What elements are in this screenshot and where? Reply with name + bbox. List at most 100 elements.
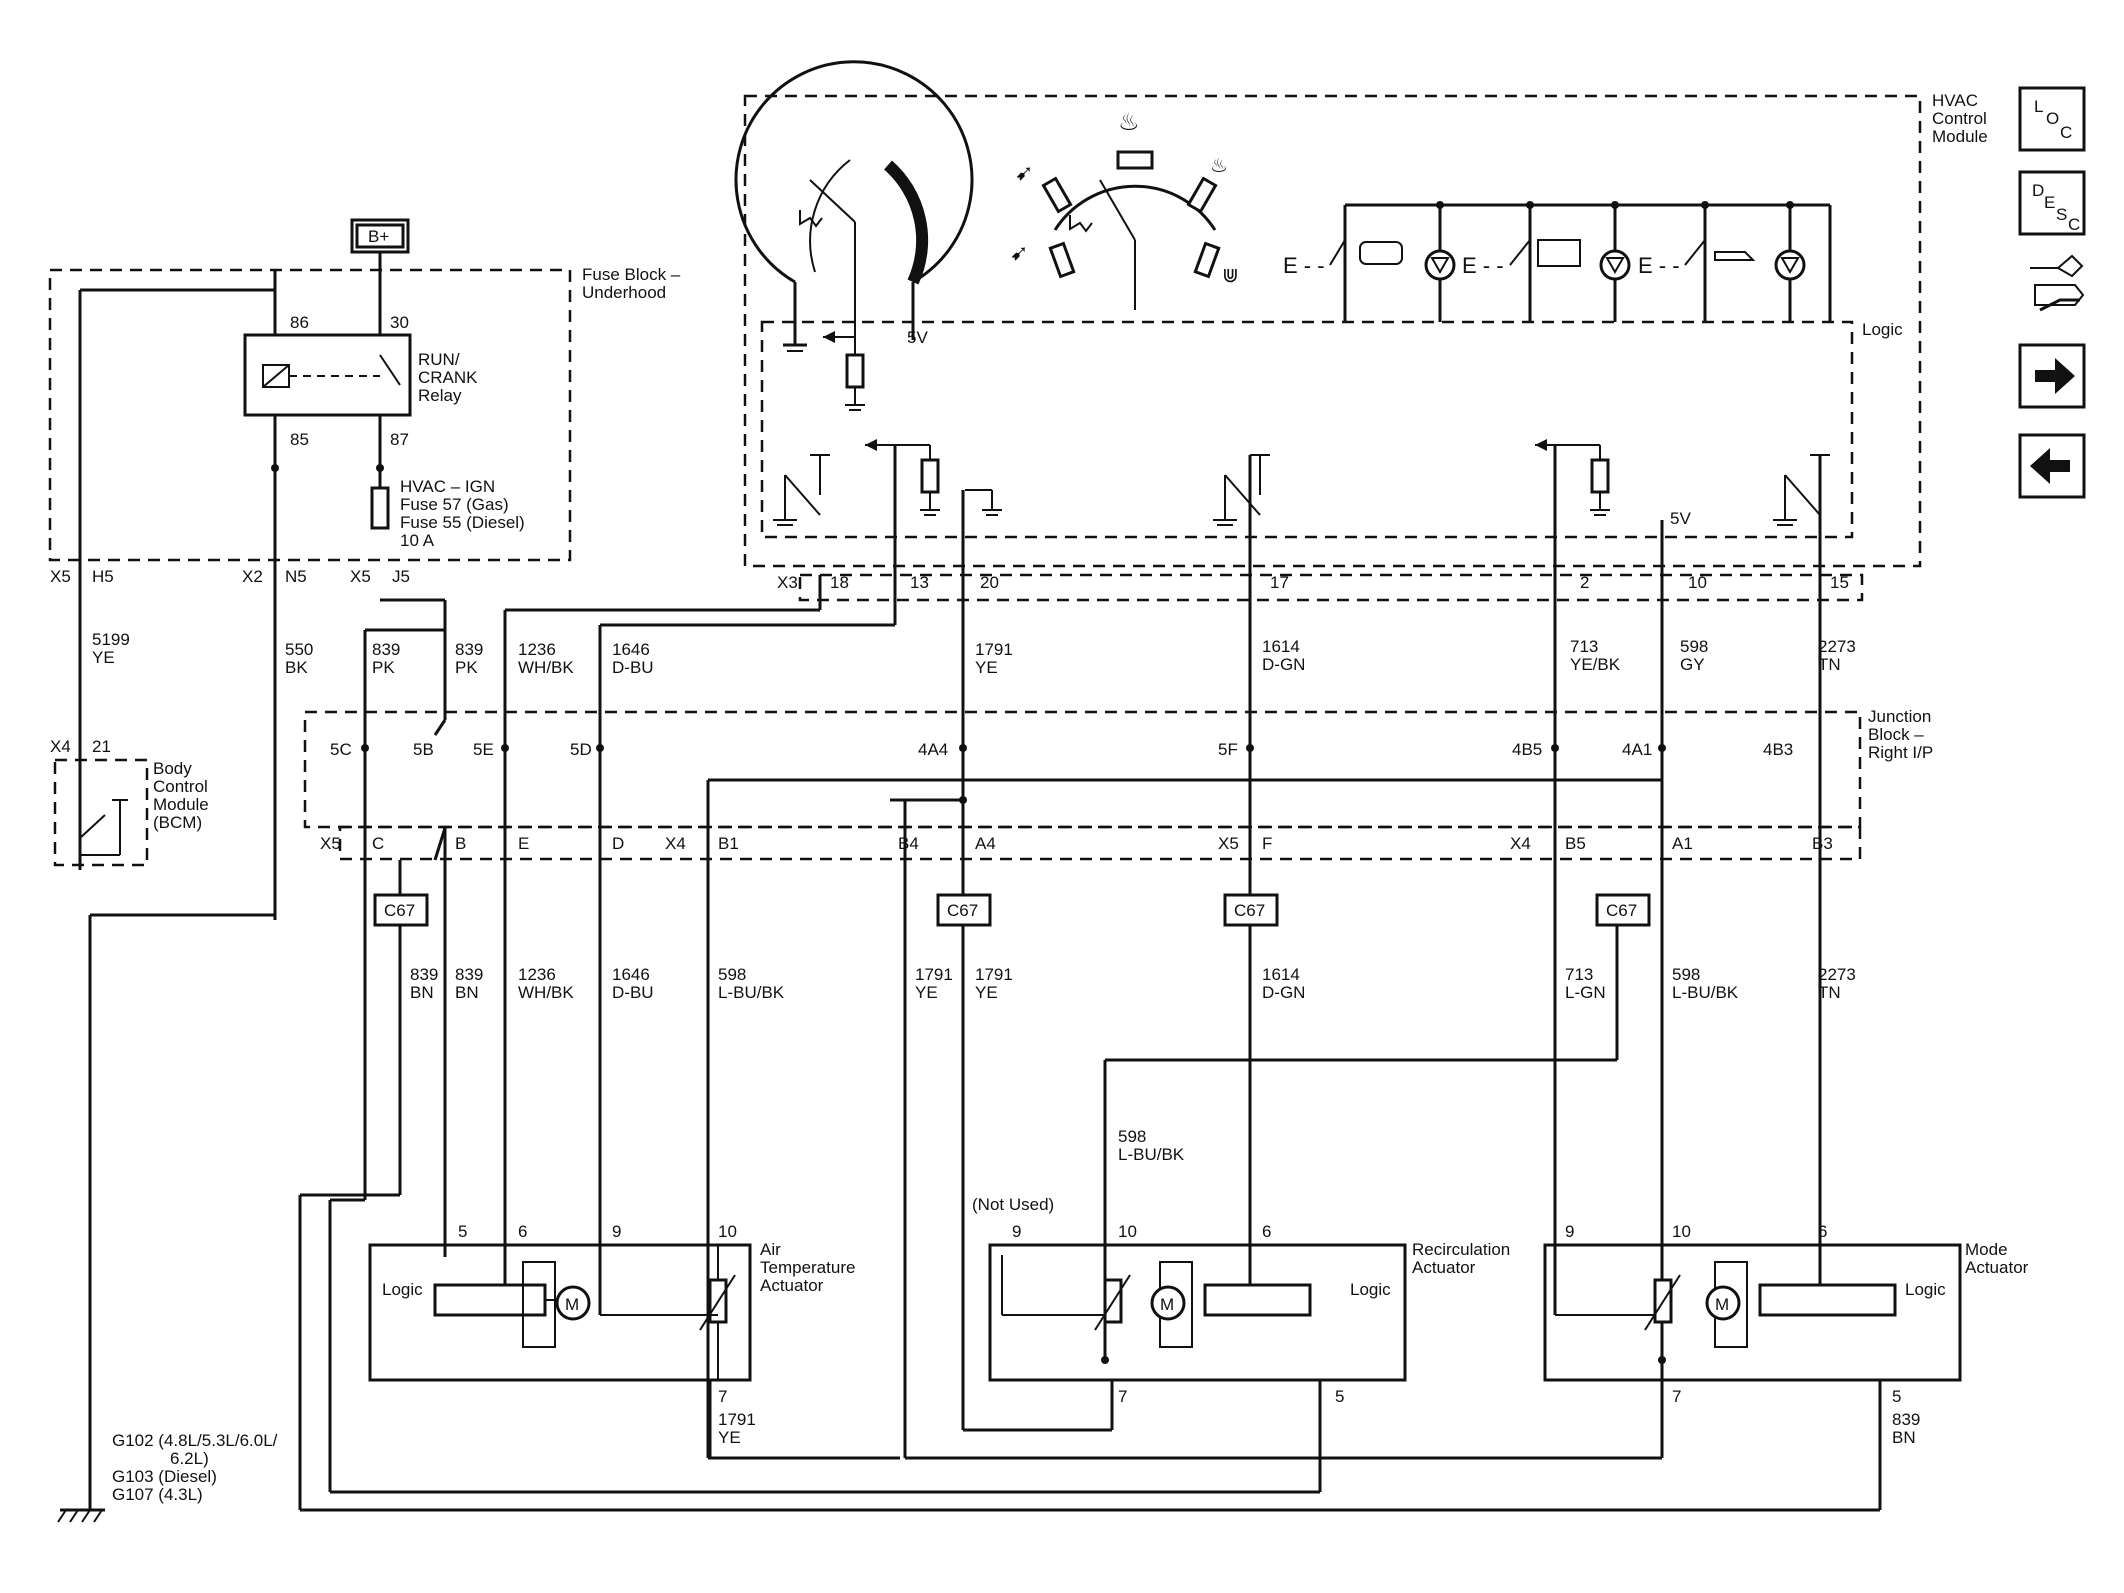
svg-text:C67: C67 bbox=[384, 901, 415, 920]
next-arrow-button[interactable] bbox=[2018, 343, 2086, 409]
logic-5v-label: 5V bbox=[1670, 509, 1691, 528]
svg-text:839: 839 bbox=[455, 640, 483, 659]
hvac-label-2: Control bbox=[1932, 109, 1987, 128]
svg-text:(Not Used): (Not Used) bbox=[972, 1195, 1054, 1214]
svg-text:Air: Air bbox=[760, 1240, 781, 1259]
hvac-ign-fuse bbox=[370, 486, 390, 530]
svg-text:O: O bbox=[2046, 109, 2059, 128]
desc-button[interactable]: D E S C bbox=[2018, 170, 2086, 236]
svg-text:BN: BN bbox=[1892, 1428, 1916, 1447]
svg-text:1791: 1791 bbox=[915, 965, 953, 984]
svg-text:Logic: Logic bbox=[1350, 1280, 1391, 1299]
svg-text:9: 9 bbox=[1565, 1222, 1574, 1241]
svg-text:2273: 2273 bbox=[1818, 965, 1856, 984]
run-crank-relay bbox=[243, 333, 412, 417]
svg-text:Logic: Logic bbox=[1905, 1280, 1946, 1299]
svg-text:10: 10 bbox=[1688, 573, 1707, 592]
svg-text:L-BU/BK: L-BU/BK bbox=[1118, 1145, 1185, 1164]
svg-text:1646: 1646 bbox=[612, 640, 650, 659]
svg-text:X4: X4 bbox=[1510, 834, 1531, 853]
svg-text:X4: X4 bbox=[50, 737, 71, 756]
svg-text:10: 10 bbox=[718, 1222, 737, 1241]
svg-text:839: 839 bbox=[455, 965, 483, 984]
svg-text:713: 713 bbox=[1565, 965, 1593, 984]
wiring-runs bbox=[78, 445, 1882, 1512]
svg-text:1236: 1236 bbox=[518, 640, 556, 659]
svg-text:Body: Body bbox=[153, 759, 192, 778]
junction-block: Junction Block – Right I/P 5C 5B 5E 5D 4… bbox=[303, 707, 1933, 829]
svg-text:7: 7 bbox=[718, 1387, 727, 1406]
vent-occupant-icon: ♨ bbox=[1118, 109, 1140, 136]
svg-text:1791: 1791 bbox=[718, 1410, 756, 1429]
hvac-label-1: HVAC bbox=[1932, 91, 1978, 110]
svg-text:D-GN: D-GN bbox=[1262, 983, 1305, 1002]
svg-text:X5: X5 bbox=[320, 834, 341, 853]
svg-text:G102 (4.8L/5.3L/6.0L/: G102 (4.8L/5.3L/6.0L/ bbox=[112, 1431, 278, 1450]
air-temp-motor-icon: M bbox=[565, 1295, 579, 1314]
svg-text:550: 550 bbox=[285, 640, 313, 659]
connector-wrench-icon[interactable] bbox=[2030, 254, 2085, 312]
svg-text:15: 15 bbox=[1830, 573, 1849, 592]
svg-text:E - -: E - - bbox=[1462, 253, 1504, 278]
fuse-block-label-2: Underhood bbox=[582, 283, 666, 302]
mode-selector-icon: ♨ ➹ ♨ ➹ ⋓ bbox=[1010, 109, 1239, 310]
loc-button[interactable]: L O C bbox=[2018, 86, 2086, 152]
svg-text:H5: H5 bbox=[92, 567, 114, 586]
svg-text:B4: B4 bbox=[898, 834, 919, 853]
x3-pin-labels: X3 18 13 20 17 2 10 15 bbox=[777, 573, 1849, 592]
c67-connectors: C67 C67 C67 C67 bbox=[373, 893, 1651, 927]
mode-motor-icon: M bbox=[1715, 1295, 1729, 1314]
svg-text:1614: 1614 bbox=[1262, 965, 1300, 984]
svg-text:G103 (Diesel): G103 (Diesel) bbox=[112, 1467, 217, 1486]
svg-text:X5: X5 bbox=[1218, 834, 1239, 853]
svg-text:E - -: E - - bbox=[1638, 253, 1680, 278]
svg-text:YE: YE bbox=[718, 1428, 741, 1447]
svg-text:1791: 1791 bbox=[975, 640, 1013, 659]
svg-text:Fuse 57 (Gas): Fuse 57 (Gas) bbox=[400, 495, 509, 514]
svg-text:X5: X5 bbox=[50, 567, 71, 586]
svg-text:L: L bbox=[2034, 97, 2043, 116]
recirculation-icon bbox=[1359, 241, 1403, 265]
svg-text:18: 18 bbox=[830, 573, 849, 592]
svg-text:PK: PK bbox=[372, 658, 395, 677]
svg-text:X5: X5 bbox=[350, 567, 371, 586]
svg-text:10 A: 10 A bbox=[400, 531, 435, 550]
svg-text:Fuse 55 (Diesel): Fuse 55 (Diesel) bbox=[400, 513, 525, 532]
svg-text:Actuator: Actuator bbox=[760, 1276, 824, 1295]
svg-text:4B3: 4B3 bbox=[1763, 740, 1793, 759]
svg-text:4A4: 4A4 bbox=[918, 740, 948, 759]
svg-text:20: 20 bbox=[980, 573, 999, 592]
temperature-dial-icon: 5V bbox=[734, 60, 974, 352]
svg-text:A1: A1 bbox=[1672, 834, 1693, 853]
svg-text:Actuator: Actuator bbox=[1965, 1258, 2029, 1277]
svg-text:G107 (4.3L): G107 (4.3L) bbox=[112, 1485, 203, 1504]
svg-text:5F: 5F bbox=[1218, 740, 1238, 759]
svg-text:Mode: Mode bbox=[1965, 1240, 2008, 1259]
svg-text:BN: BN bbox=[455, 983, 479, 1002]
outside-air-icon bbox=[1714, 251, 1756, 261]
svg-text:D-BU: D-BU bbox=[612, 983, 654, 1002]
svg-text:Module: Module bbox=[153, 795, 209, 814]
x5-x4-connector bbox=[338, 825, 1862, 861]
svg-text:713: 713 bbox=[1570, 637, 1598, 656]
svg-text:TN: TN bbox=[1818, 655, 1841, 674]
svg-text:J5: J5 bbox=[392, 567, 410, 586]
svg-text:5E: 5E bbox=[473, 740, 494, 759]
svg-text:1646: 1646 bbox=[612, 965, 650, 984]
svg-text:Logic: Logic bbox=[382, 1280, 423, 1299]
recirculation-actuator: Logic M (Not Used) 9 10 6 7 5 Recirculat… bbox=[972, 1195, 1510, 1406]
svg-text:5B: 5B bbox=[413, 740, 434, 759]
left-connector-labels: X5 H5 X2 N5 X5 J5 bbox=[50, 567, 410, 586]
fuse-block-label-1: Fuse Block – bbox=[582, 265, 681, 284]
svg-text:X4: X4 bbox=[665, 834, 686, 853]
svg-text:C: C bbox=[372, 834, 384, 853]
svg-text:5199: 5199 bbox=[92, 630, 130, 649]
recirc-motor-icon: M bbox=[1160, 1295, 1174, 1314]
logic-internals: 5V bbox=[773, 331, 1830, 528]
svg-text:Recirculation: Recirculation bbox=[1412, 1240, 1510, 1259]
svg-text:4A1: 4A1 bbox=[1622, 740, 1652, 759]
svg-text:2273: 2273 bbox=[1818, 637, 1856, 656]
svg-text:B5: B5 bbox=[1565, 834, 1586, 853]
previous-arrow-button[interactable] bbox=[2018, 433, 2086, 499]
